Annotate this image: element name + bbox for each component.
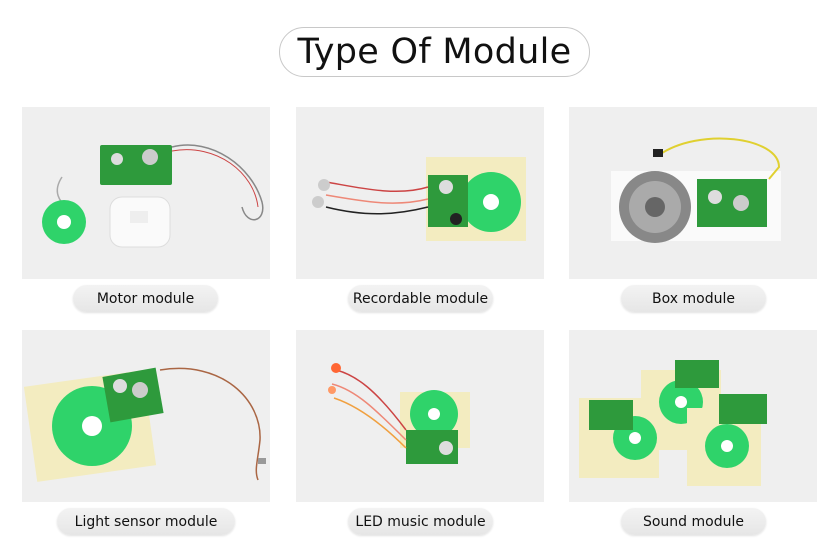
module-label: Sound module	[621, 508, 766, 535]
module-photo	[569, 107, 817, 279]
page-title: Type Of Module	[279, 27, 590, 77]
module-card-light-sensor[interactable]: Light sensor module	[22, 330, 270, 538]
module-photo	[296, 330, 544, 502]
module-label: Motor module	[73, 285, 218, 312]
module-label: Box module	[621, 285, 766, 312]
module-card-recordable[interactable]: Recordable module	[296, 107, 544, 315]
module-label: Light sensor module	[57, 508, 235, 535]
module-photo	[22, 107, 270, 279]
module-card-sound[interactable]: Sound module	[569, 330, 817, 538]
module-label: Recordable module	[348, 285, 493, 312]
module-photo	[569, 330, 817, 502]
module-card-box[interactable]: Box module	[569, 107, 817, 315]
module-photo	[296, 107, 544, 279]
module-label: LED music module	[348, 508, 493, 535]
module-card-led-music[interactable]: LED music module	[296, 330, 544, 538]
module-card-motor[interactable]: Motor module	[22, 107, 270, 315]
module-photo	[22, 330, 270, 502]
